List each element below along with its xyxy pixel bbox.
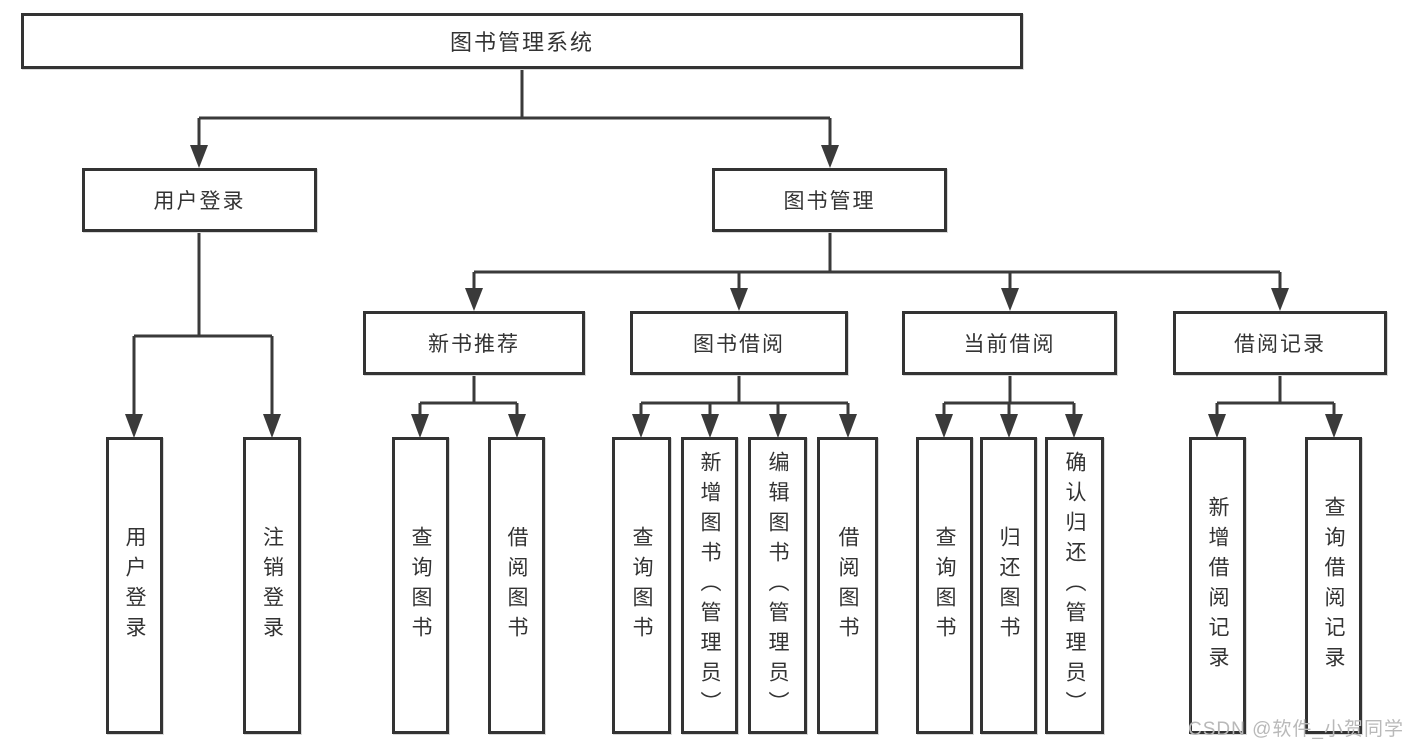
node-leaf-user-login-label: 用户登录	[123, 525, 146, 646]
connector-borrow-records-children	[1208, 372, 1343, 438]
node-leaf-add-book-admin: 新增图书（管理员）	[681, 437, 738, 734]
node-leaf-add-borrow-record: 新增借阅记录	[1189, 437, 1246, 734]
node-leaf-confirm-return-admin: 确认归还（管理员）	[1045, 437, 1104, 734]
node-user-login-label: 用户登录	[153, 190, 246, 213]
node-leaf-edit-book-admin: 编辑图书（管理员）	[748, 437, 807, 734]
node-leaf-user-login: 用户登录	[106, 437, 163, 734]
node-current-borrow: 当前借阅	[902, 311, 1117, 375]
node-leaf-query-books-borrow: 查询图书	[612, 437, 671, 734]
connector-book-management-to-level3	[465, 229, 1289, 311]
node-book-borrow-label: 图书借阅	[693, 333, 785, 356]
node-borrow-records-label: 借阅记录	[1234, 333, 1326, 356]
node-leaf-edit-book-admin-label: 编辑图书（管理员）	[766, 450, 789, 721]
node-book-management: 图书管理	[712, 168, 947, 232]
node-root-label: 图书管理系统	[449, 30, 594, 55]
node-user-login: 用户登录	[82, 168, 317, 232]
connector-user-login-children	[125, 229, 281, 438]
node-leaf-query-books-recommend-label: 查询图书	[409, 525, 432, 646]
node-leaf-query-borrow-record: 查询借阅记录	[1305, 437, 1362, 734]
node-leaf-query-books-recommend: 查询图书	[392, 437, 449, 734]
node-leaf-query-borrow-record-label: 查询借阅记录	[1322, 495, 1345, 676]
node-leaf-return-book-label: 归还图书	[997, 525, 1020, 646]
watermark: CSDN @软件_小贺同学	[1188, 719, 1404, 740]
node-leaf-add-borrow-record-label: 新增借阅记录	[1206, 495, 1229, 676]
node-leaf-borrow-books-borrow-label: 借阅图书	[836, 525, 859, 646]
node-leaf-query-books-borrow-label: 查询图书	[630, 525, 653, 646]
node-leaf-borrow-books-recommend-label: 借阅图书	[505, 525, 528, 646]
node-leaf-return-book: 归还图书	[980, 437, 1037, 734]
node-leaf-add-book-admin-label: 新增图书（管理员）	[698, 450, 721, 721]
node-borrow-records: 借阅记录	[1173, 311, 1387, 375]
connector-book-borrow-children	[632, 372, 857, 438]
node-root: 图书管理系统	[21, 13, 1023, 69]
connector-current-borrow-children	[935, 372, 1083, 438]
node-leaf-borrow-books-recommend: 借阅图书	[488, 437, 545, 734]
node-leaf-query-books-current: 查询图书	[916, 437, 973, 734]
node-leaf-logout-label: 注销登录	[260, 525, 284, 646]
node-leaf-borrow-books-borrow: 借阅图书	[817, 437, 878, 734]
node-current-borrow-label: 当前借阅	[963, 333, 1056, 356]
node-new-book-recommend-label: 新书推荐	[428, 333, 520, 356]
node-leaf-logout: 注销登录	[243, 437, 301, 734]
node-book-management-label: 图书管理	[783, 190, 876, 213]
connector-root-to-level2	[190, 66, 839, 168]
node-leaf-query-books-current-label: 查询图书	[933, 525, 956, 646]
node-new-book-recommend: 新书推荐	[363, 311, 585, 375]
node-leaf-confirm-return-admin-label: 确认归还（管理员）	[1063, 450, 1086, 721]
node-book-borrow: 图书借阅	[630, 311, 848, 375]
connector-new-book-children	[411, 372, 526, 438]
